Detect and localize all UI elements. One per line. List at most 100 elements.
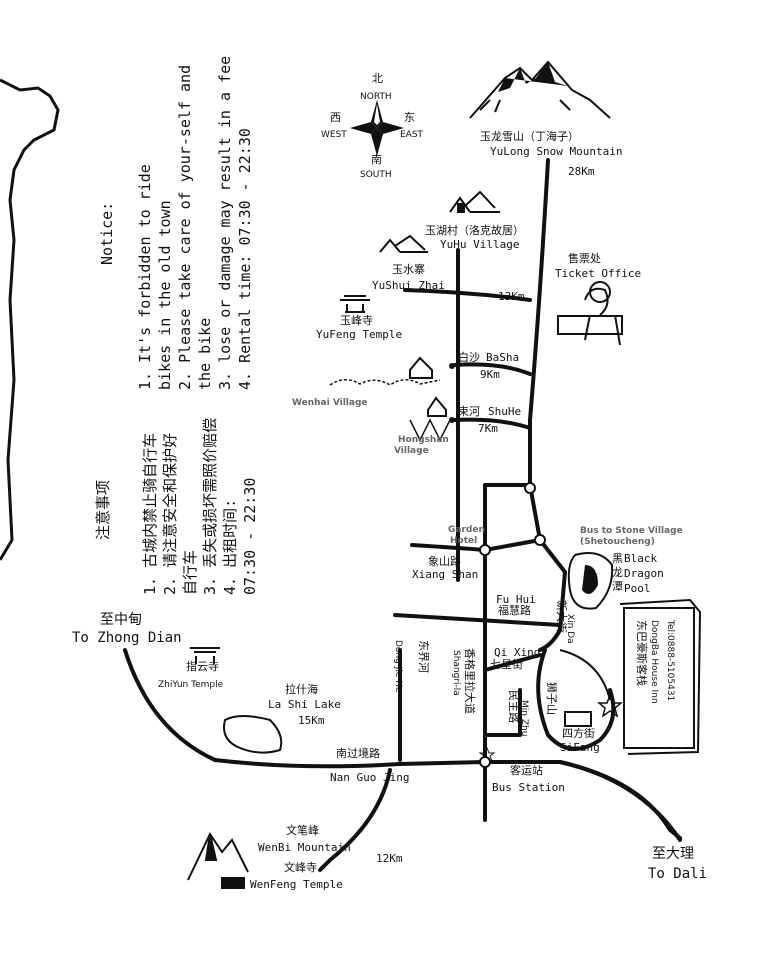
junction-3 (479, 544, 491, 556)
garden-hotel-2: Hotel (450, 536, 477, 546)
xinda-label: Xin Da (565, 614, 575, 644)
junction (524, 482, 536, 494)
minzhu-cn: 民主路 (507, 690, 520, 723)
shuhe-label: ShuHe (488, 405, 521, 418)
qixing-cn: 七星街 (490, 657, 523, 671)
yushui-distance: 13Km (498, 290, 525, 303)
notice-cn-1: 1. 古城内禁止骑自行车 (141, 433, 159, 595)
temple-icon-yufeng (340, 295, 370, 313)
dongjie-label: Dong Jie He (393, 640, 403, 693)
fuhui-label: Fu Hui (496, 593, 536, 606)
inn-tel: Tel:0888-5105431 (665, 619, 675, 701)
yufeng-label: YuFeng Temple (316, 328, 402, 341)
wenhai-label: Wenhai Village (292, 398, 368, 408)
dali-cn: 至大理 (652, 846, 694, 862)
zhiyun-label: ZhiYun Temple (158, 680, 224, 690)
hongshan-label-1: Hongshan (398, 435, 449, 445)
wenbi-cn: 文笔峰 (286, 823, 319, 837)
road-fuhui (393, 613, 562, 627)
notice-item-2b: the bike (196, 318, 214, 390)
shangrila-label: Shangri-la (451, 650, 461, 696)
basha-distance: 9Km (480, 368, 500, 381)
house-icon-shuhe (427, 396, 447, 417)
sifang-label: SiFang (560, 741, 600, 754)
road-zhongdian (123, 648, 217, 762)
garden-hotel-1: Garden (448, 525, 485, 535)
xiangshan-cn: 象山路 (428, 555, 461, 568)
junction-4 (479, 756, 491, 768)
compass-west-cn: 西 (330, 111, 341, 124)
notice-item-4: 4. Rental time: 07:30 - 22:30 (236, 128, 254, 390)
black-dragon-en-1: Black (624, 552, 657, 565)
shizi-cn: 狮子山 (545, 682, 558, 715)
yuhu-label: YuHu Village (440, 238, 519, 251)
old-town-boundary (536, 648, 616, 751)
shuhe-cn: 束河 (458, 405, 480, 418)
hongshan-trail (409, 418, 451, 442)
compass-west: WEST (321, 130, 347, 140)
bus-station-label: Bus Station (492, 781, 565, 794)
notice-title: Notice: (98, 202, 116, 265)
nanguo-label: Nan Guo Jing (330, 771, 409, 784)
black-dragon-cn-2: 龙 (612, 566, 623, 579)
minzhu-label: Min Zhu (519, 700, 529, 736)
road-shuhe (453, 417, 532, 430)
sifang-path (559, 649, 611, 701)
road-wenbi (318, 768, 392, 872)
xiangshan-label: Xiang Shan (412, 568, 478, 581)
ticket-cn: 售票处 (568, 251, 601, 265)
yushui-label: YuShui Zhai (372, 279, 445, 292)
black-dragon-cn-1: 黑 (612, 552, 623, 565)
basha-dot (449, 363, 455, 369)
notice-item-1: 1. It's forbidden to ride (136, 164, 154, 390)
notice-cn-3: 3. 丢失或损坏需照价赔偿 (201, 418, 219, 595)
black-dragon-en-2: Dragon (624, 567, 664, 580)
road-qixing (483, 653, 542, 672)
hongshan-label-2: Village (394, 446, 429, 456)
basha-cn: 白沙 (458, 350, 480, 364)
yushui-cn: 玉水寨 (392, 262, 425, 276)
pool-fill (582, 565, 598, 594)
compass-south: SOUTH (360, 170, 392, 180)
black-dragon-cn-3: 潭 (612, 580, 623, 593)
shuhe-distance: 7Km (478, 422, 498, 435)
wenbi-distance: 12Km (376, 852, 403, 865)
notice-cn-4b: 07:30 - 22:30 (241, 478, 259, 595)
basha-label: BaSha (486, 351, 519, 364)
sifang-square-icon (564, 711, 592, 727)
nanguo-cn: 南过境路 (336, 746, 380, 760)
compass-south-cn: 南 (371, 153, 382, 166)
torn-edge (0, 78, 60, 561)
qixing-label: Qi Xing (494, 646, 540, 659)
lashi-lake (223, 715, 283, 754)
snow-mountain-icon (469, 60, 611, 119)
zhiyun-temple-icon (190, 647, 220, 664)
wenhai-trail (329, 379, 441, 386)
junction-2 (534, 534, 546, 546)
road-yulong (528, 158, 550, 490)
compass-north-cn: 北 (372, 72, 383, 85)
road-to-dali (558, 760, 682, 842)
dongjie-cn: 东界河 (417, 640, 430, 673)
compass-north: NORTH (360, 92, 392, 102)
wenfeng-label: WenFeng Temple (250, 878, 343, 891)
zhiyun-cn: 指云寺 (186, 659, 219, 673)
house-icon-yushui (379, 234, 428, 253)
notice-item-1b: bikes in the old town (156, 200, 174, 390)
notice-cn-4: 4. 出租时间: (221, 499, 239, 595)
notice-cn-2: 2. 请注意安全和保护好 (161, 433, 179, 595)
road-nanguo (213, 758, 682, 840)
compass-icon: 北 NORTH 西 WEST 东 EAST 南 SOUTH (321, 72, 424, 180)
road-yushui (403, 288, 532, 302)
compass-east: EAST (400, 130, 424, 140)
inn-cn: 东巴豪斯客栈 (635, 620, 649, 686)
road-basha (453, 362, 532, 376)
bus-station-cn: 客运站 (510, 763, 543, 777)
wenfeng-cn: 文峰寺 (284, 860, 317, 874)
lashi-label: La Shi Lake (268, 698, 341, 711)
bus-stone-2: (Shetoucheng) (580, 537, 655, 547)
wenbi-label: WenBi Mountain (258, 841, 351, 854)
notice-english-lines: 1. It's forbidden to ride bikes in the o… (136, 56, 254, 390)
sifang-cn: 四方街 (562, 726, 595, 740)
